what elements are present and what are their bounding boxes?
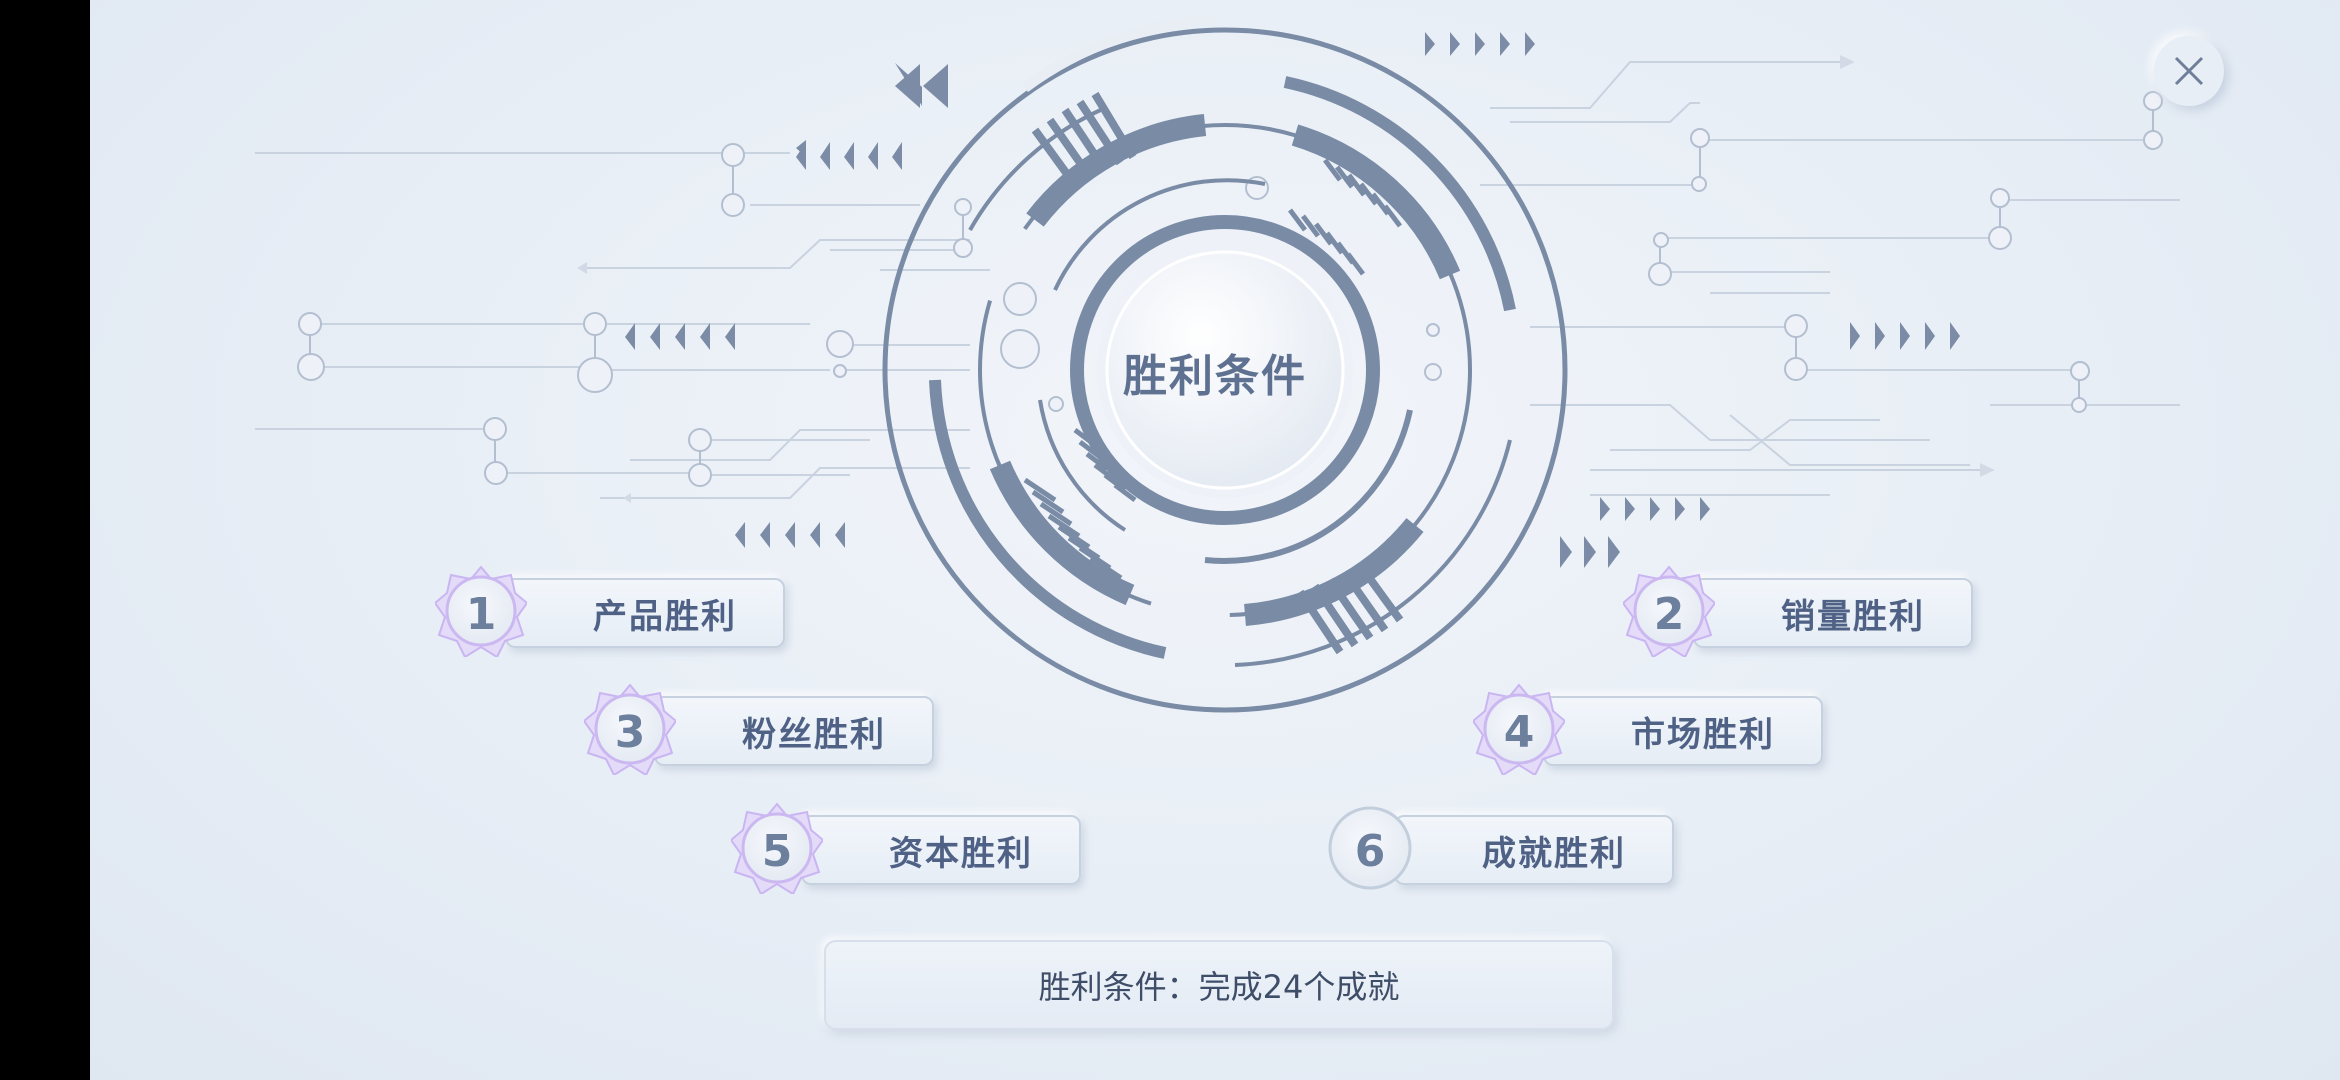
condition-number: 4 xyxy=(1503,706,1535,758)
condition-number: 3 xyxy=(614,706,646,758)
condition-label: 资本胜利 xyxy=(889,833,1033,874)
circuit-decoration xyxy=(255,15,2180,713)
close-button[interactable] xyxy=(2154,36,2224,106)
round-badge-icon xyxy=(1328,806,1412,890)
victory-conditions-screen: 胜利条件 产品胜利 1 销量胜利 2 粉丝胜利 3 xyxy=(90,0,2340,1080)
victory-info-text: 胜利条件：完成24个成就 xyxy=(1038,968,1400,1006)
condition-market-victory[interactable]: 市场胜利 4 xyxy=(1473,683,1843,775)
victory-info-box: 胜利条件：完成24个成就 xyxy=(824,940,1614,1030)
spiked-badge-icon xyxy=(435,565,527,657)
condition-pill: 粉丝胜利 xyxy=(654,696,934,766)
condition-pill: 资本胜利 xyxy=(801,815,1081,885)
condition-label: 产品胜利 xyxy=(593,596,737,637)
condition-product-victory[interactable]: 产品胜利 1 xyxy=(435,565,805,657)
condition-pill: 产品胜利 xyxy=(505,578,785,648)
spiked-badge-icon xyxy=(1623,565,1715,657)
condition-pill: 成就胜利 xyxy=(1394,815,1674,885)
condition-label: 销量胜利 xyxy=(1781,596,1925,637)
condition-label: 成就胜利 xyxy=(1482,833,1626,874)
spiked-badge-icon xyxy=(731,802,823,894)
condition-achievement-victory[interactable]: 成就胜利 6 xyxy=(1324,805,1694,891)
condition-pill: 市场胜利 xyxy=(1543,696,1823,766)
condition-number: 5 xyxy=(761,825,793,877)
condition-sales-victory[interactable]: 销量胜利 2 xyxy=(1623,565,1993,657)
condition-label: 市场胜利 xyxy=(1631,714,1775,755)
condition-number: 2 xyxy=(1653,588,1685,640)
spiked-badge-icon xyxy=(584,683,676,775)
center-title: 胜利条件 xyxy=(1123,351,1307,402)
condition-pill: 销量胜利 xyxy=(1693,578,1973,648)
condition-fans-victory[interactable]: 粉丝胜利 3 xyxy=(584,683,954,775)
spiked-badge-icon xyxy=(1473,683,1565,775)
condition-number: 1 xyxy=(465,588,497,640)
condition-number: 6 xyxy=(1354,825,1386,877)
condition-label: 粉丝胜利 xyxy=(742,714,886,755)
close-icon xyxy=(2174,56,2204,86)
condition-capital-victory[interactable]: 资本胜利 5 xyxy=(731,802,1101,894)
